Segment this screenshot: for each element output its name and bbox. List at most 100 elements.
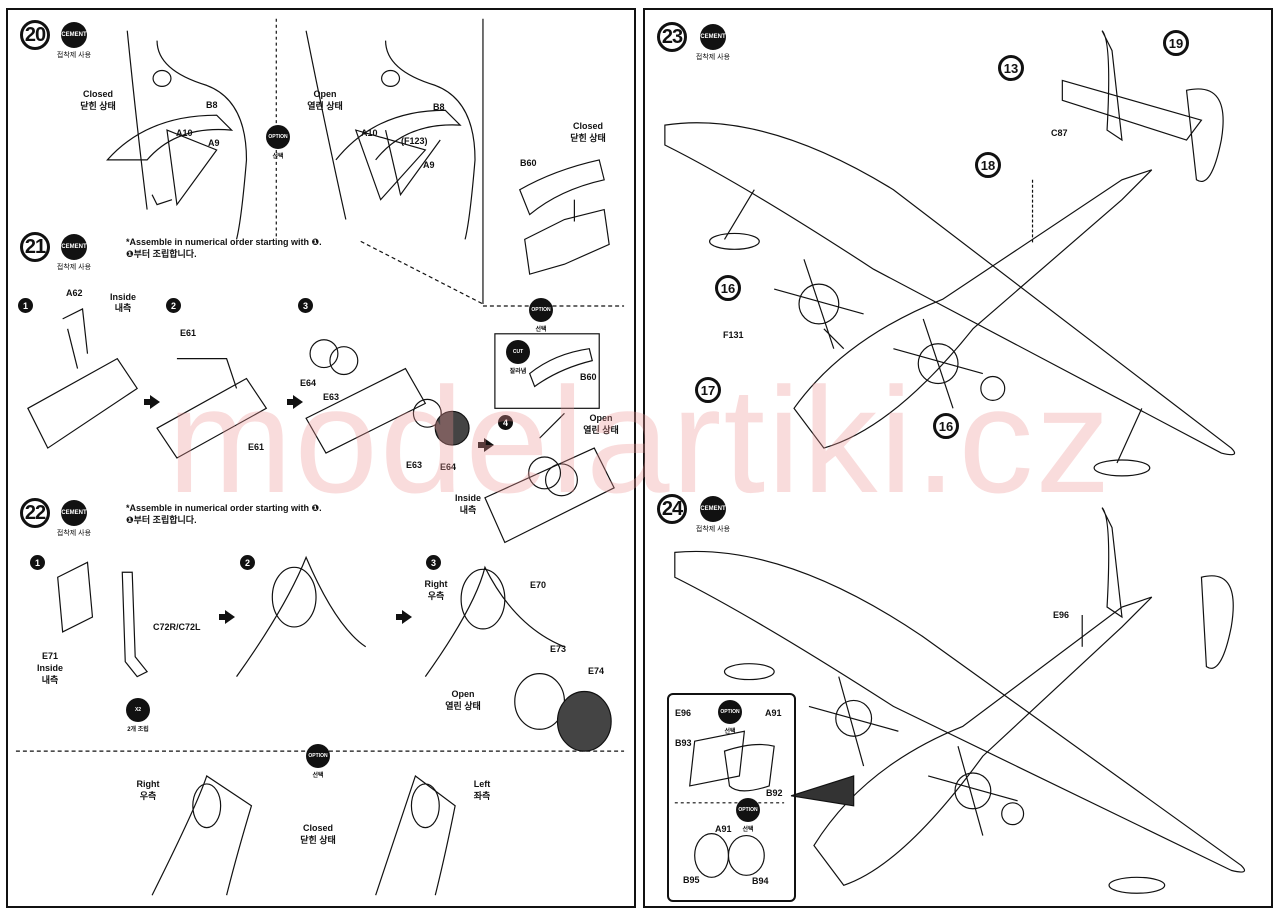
hatch-cowl-closed: [156, 40, 248, 240]
times-two-icon: X2: [126, 698, 150, 722]
cement-icon: CEMENT: [61, 500, 87, 526]
substep-21-2: 2: [166, 298, 181, 313]
label-option-closed-en: Closed: [302, 823, 333, 833]
cement-caption: 접착제 사용: [695, 526, 731, 533]
label-open: Open 열린 상태: [300, 88, 350, 112]
label-closed-en: Closed: [82, 89, 113, 99]
wheel-e74: [556, 690, 612, 752]
cement-icon: CEMENT: [700, 496, 726, 522]
part-a9-open: A9: [423, 160, 435, 170]
label-option-closed-ko: 닫힌 상태: [300, 835, 336, 845]
part-a10: A10: [176, 128, 193, 138]
propeller-left-24: [808, 676, 899, 767]
part-c87: C87: [1051, 128, 1068, 138]
part-a62: A62: [66, 288, 83, 298]
part-e96: E96: [1053, 610, 1070, 620]
engine-left-23: [798, 283, 840, 325]
label-inset-closed-en: Closed: [572, 121, 603, 131]
part-b92: B92: [766, 788, 783, 798]
substep-22-2: 2: [240, 555, 255, 570]
hatch-door-open: [335, 109, 462, 161]
label-e71-inside: E71 Inside 내측: [28, 650, 72, 686]
wheel-e64: [309, 339, 339, 369]
porthole-open: [381, 69, 401, 87]
rudder-23: [1185, 88, 1224, 182]
part-b93-shape: [689, 730, 746, 787]
cement-icon: CEMENT: [61, 234, 87, 260]
part-c72: C72R/C72L: [153, 622, 201, 632]
label-inside-21-en: Inside: [109, 292, 136, 302]
engine-left-24: [835, 699, 873, 737]
fin-24: [1101, 507, 1123, 619]
well-panel-2: [236, 555, 367, 677]
part-b8: B8: [206, 100, 218, 110]
part-e63-lower: E63: [406, 460, 423, 470]
part-e64: E64: [300, 378, 317, 388]
label-closed: Closed 닫힌 상태: [68, 88, 128, 112]
part-e73: E73: [550, 644, 567, 654]
fin-23: [1101, 30, 1123, 142]
label-inside-21-ko: 내측: [114, 303, 132, 313]
hatch-cowl-open: [384, 40, 476, 240]
part-b94-shape: [727, 834, 765, 876]
wheel-e63: [329, 346, 359, 376]
option-badge-22: OPTION 선택: [303, 744, 333, 779]
label-inside-22-en: Inside: [36, 663, 63, 673]
option-left-panel: [375, 774, 456, 896]
callout-17: 17: [695, 377, 721, 403]
cement-icon: CEMENT: [700, 24, 726, 50]
engine-right-23: [917, 343, 959, 385]
float-left-23: [708, 232, 760, 250]
assembly-note-22: *Assemble in numerical order starting wi…: [126, 502, 322, 526]
part-e96-inset: E96: [675, 708, 692, 718]
substep-22-1: 1: [30, 555, 45, 570]
cut-inset-box: [494, 333, 600, 409]
fuselage-23: [793, 169, 1153, 449]
cut-icon: CUT: [506, 340, 530, 364]
times-two-caption: 2개 조립: [127, 727, 149, 733]
option-icon: OPTION: [306, 744, 330, 768]
sequence-arrow-21-b: [287, 395, 303, 409]
option-icon: OPTION: [529, 298, 553, 322]
label-inset-closed-ko: 닫힌 상태: [570, 133, 606, 143]
option-icon: OPTION: [718, 700, 742, 724]
option-caption: 선택: [272, 154, 284, 160]
assembly-note-21-en: *Assemble in numerical order starting wi…: [126, 237, 322, 247]
option-caption: 선택: [742, 827, 754, 833]
bracket-e71: [57, 561, 94, 633]
option-inset-box: [667, 693, 796, 902]
well-frame-2: [156, 377, 268, 459]
rudder-24: [1200, 575, 1234, 669]
option-icon: OPTION: [266, 125, 290, 149]
cement-badge-20: CEMENT 접착제 사용: [54, 22, 94, 60]
part-b95: B95: [683, 875, 700, 885]
callout-19: 19: [1163, 30, 1189, 56]
option-right-panel: [151, 775, 253, 896]
step-number-21: 21: [20, 232, 50, 262]
option-caption: 선택: [312, 773, 324, 779]
part-e61-lower: E61: [248, 442, 265, 452]
part-b94: B94: [752, 876, 769, 886]
label-inside-21-b: Inside 내측: [448, 492, 488, 516]
label-open-ko: 열린 상태: [307, 101, 343, 111]
propeller-right-23: [893, 318, 984, 409]
sequence-arrow-21-a: [144, 395, 160, 409]
cut-badge: CUT 잘라냄: [503, 340, 533, 375]
label-option-right: Right 우측: [132, 778, 164, 802]
option-icon: OPTION: [736, 798, 760, 822]
float-right-23: [1093, 459, 1151, 477]
divider-20-c: [360, 240, 484, 305]
part-e61: E61: [180, 328, 197, 338]
label-right-22: Right 우측: [420, 578, 452, 602]
cement-badge-21: CEMENT 접착제 사용: [54, 234, 94, 272]
sequence-arrow-22-b: [396, 610, 412, 624]
float-left-24: [723, 663, 775, 681]
cement-caption: 접착제 사용: [56, 530, 92, 537]
assembly-note-21: *Assemble in numerical order starting wi…: [126, 236, 322, 260]
option-badge-24-b: OPTION 선택: [733, 798, 763, 833]
step-number-22: 22: [20, 498, 50, 528]
part-a9: A9: [208, 138, 220, 148]
times-two-badge: X2 2개 조립: [120, 698, 156, 733]
option-caption: 선택: [724, 729, 736, 735]
cement-caption: 접착제 사용: [56, 264, 92, 271]
